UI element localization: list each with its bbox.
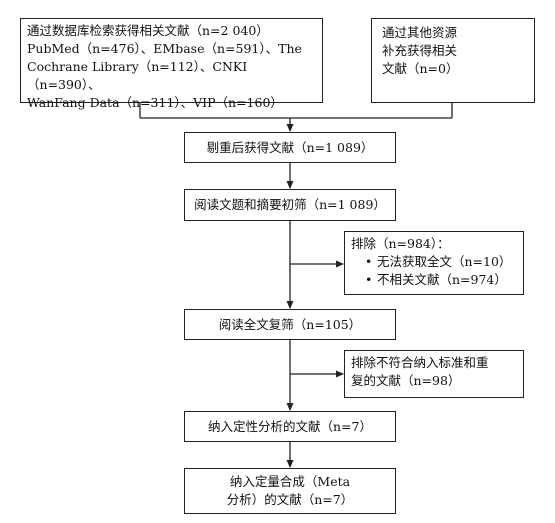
exclusion-full-text-text: 排除不符合纳入标准和重 复的文献（n=98）: [351, 355, 489, 388]
full-text-screening-text: 阅读全文复筛（n=105）: [218, 316, 362, 332]
qualitative-analysis-box: 纳入定性分析的文献（n=7）: [184, 411, 396, 442]
database-search-box: 通过数据库检索获得相关文献（n=2 040） PubMed（n=476）、EMb…: [20, 18, 323, 110]
exclusion-box-full-text: 排除不符合纳入标准和重 复的文献（n=98）: [344, 350, 524, 398]
deduplicated-box: 剔重后获得文献（n=1 089）: [184, 132, 396, 163]
exclusion-box-screening: 排除（n=984）： 无法获取全文（n=10） 不相关文献（n=974）: [344, 231, 524, 295]
meta-analysis-box: 纳入定量合成（Meta 分析）的文献（n=7）: [184, 468, 396, 514]
title-abstract-screening-box: 阅读文题和摘要初筛（n=1 089）: [184, 189, 396, 221]
exclusion-screening-title: 排除（n=984）：: [351, 236, 450, 251]
other-sources-box: 通过其他资源 补充获得相关 文献（n=0）: [371, 18, 535, 103]
other-sources-text: 通过其他资源 补充获得相关 文献（n=0）: [382, 25, 459, 76]
meta-analysis-text: 纳入定量合成（Meta 分析）的文献（n=7）: [226, 474, 354, 507]
deduplicated-text: 剔重后获得文献（n=1 089）: [206, 139, 374, 155]
exclusion-reason-list: 无法获取全文（n=10） 不相关文献（n=974）: [351, 253, 517, 289]
title-abstract-screening-text: 阅读文题和摘要初筛（n=1 089）: [194, 197, 386, 212]
database-search-text: 通过数据库检索获得相关文献（n=2 040） PubMed（n=476）、EMb…: [27, 23, 302, 110]
exclusion-reason-item: 不相关文献（n=974）: [365, 271, 517, 289]
qualitative-analysis-text: 纳入定性分析的文献（n=7）: [208, 418, 372, 434]
exclusion-reason-item: 无法获取全文（n=10）: [365, 253, 517, 271]
full-text-screening-box: 阅读全文复筛（n=105）: [184, 309, 396, 340]
